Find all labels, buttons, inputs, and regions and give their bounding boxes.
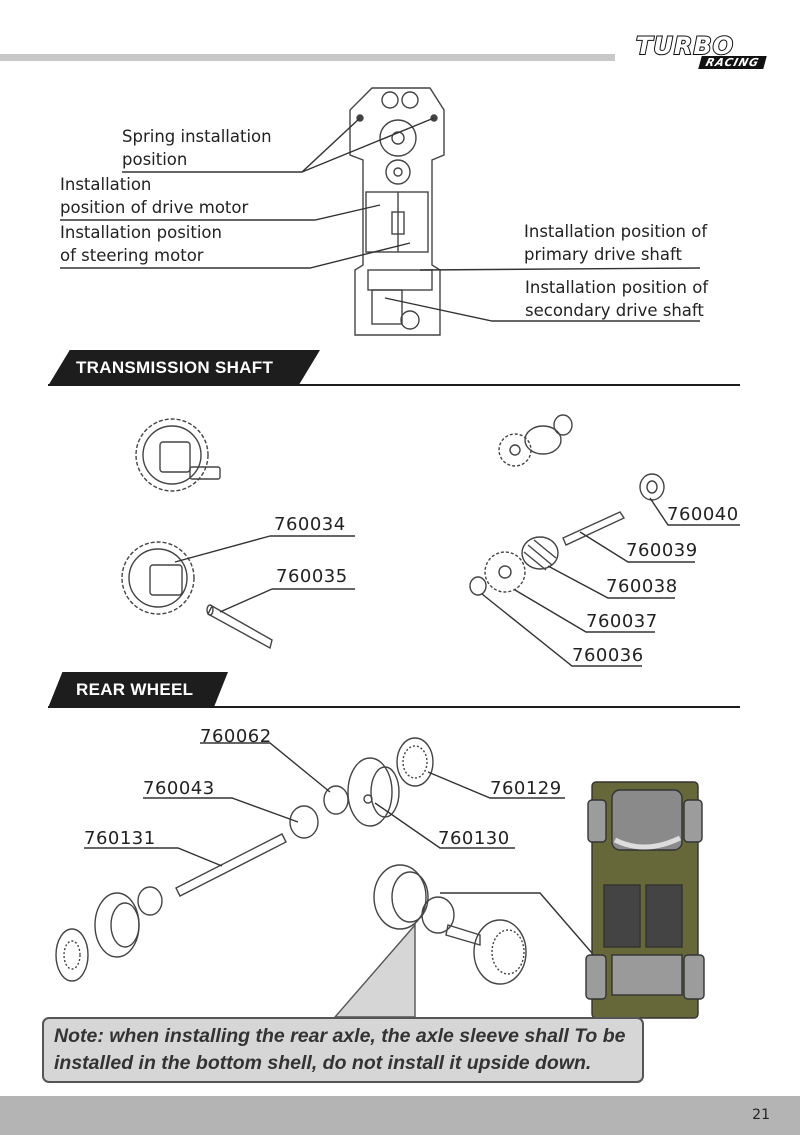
section-transmission-shaft: TRANSMISSION SHAFT — [48, 350, 740, 386]
part-760034: 760034 — [274, 514, 346, 535]
installation-note: Note: when installing the rear axle, the… — [42, 1017, 644, 1083]
part-760037: 760037 — [586, 611, 658, 632]
part-760036: 760036 — [572, 645, 644, 666]
label-drive-motor: Installation position of drive motor — [60, 175, 249, 217]
part-760130: 760130 — [438, 828, 510, 849]
part-760038: 760038 — [606, 576, 678, 597]
gear-760037 — [484, 551, 526, 593]
section-title: REAR WHEEL — [76, 680, 194, 699]
shaft-760039 — [562, 511, 626, 546]
gear-760034 — [121, 541, 195, 615]
part-760039: 760039 — [626, 540, 698, 561]
rear-wheel-exploded — [55, 737, 434, 982]
shaft-760035 — [206, 604, 273, 650]
chassis-photo — [585, 781, 705, 1019]
part-760043: 760043 — [143, 778, 215, 799]
part-760040: 760040 — [667, 504, 739, 525]
note-text: Note: when installing the rear axle, the… — [54, 1025, 626, 1074]
label-secondary-shaft: Installation position of secondary drive… — [525, 278, 709, 320]
rear-axle-assembled — [373, 864, 527, 985]
turbo-racing-logo: TURBO RACING — [630, 30, 770, 74]
header-bar — [0, 54, 615, 61]
washer-760036 — [469, 576, 487, 596]
part-760035: 760035 — [276, 566, 348, 587]
footer-bar: 21 — [0, 1096, 800, 1135]
gear-assembly-top-left — [135, 418, 221, 492]
section-rear-wheel: REAR WHEEL — [48, 672, 740, 708]
label-primary-shaft: Installation position of primary drive s… — [524, 222, 708, 264]
section-title: TRANSMISSION SHAFT — [76, 358, 274, 377]
worm-gear-760038 — [521, 536, 559, 570]
page-number: 21 — [752, 1107, 770, 1123]
gear-cluster-top-right — [498, 414, 573, 467]
part-760131: 760131 — [84, 828, 156, 849]
part-760062: 760062 — [200, 726, 272, 747]
label-spring-position: Spring installation position — [122, 127, 272, 169]
label-steering-motor: Installation position of steering motor — [60, 223, 222, 265]
bushing-760040 — [639, 473, 665, 501]
chassis-top-view — [349, 87, 445, 336]
part-760129: 760129 — [490, 778, 562, 799]
